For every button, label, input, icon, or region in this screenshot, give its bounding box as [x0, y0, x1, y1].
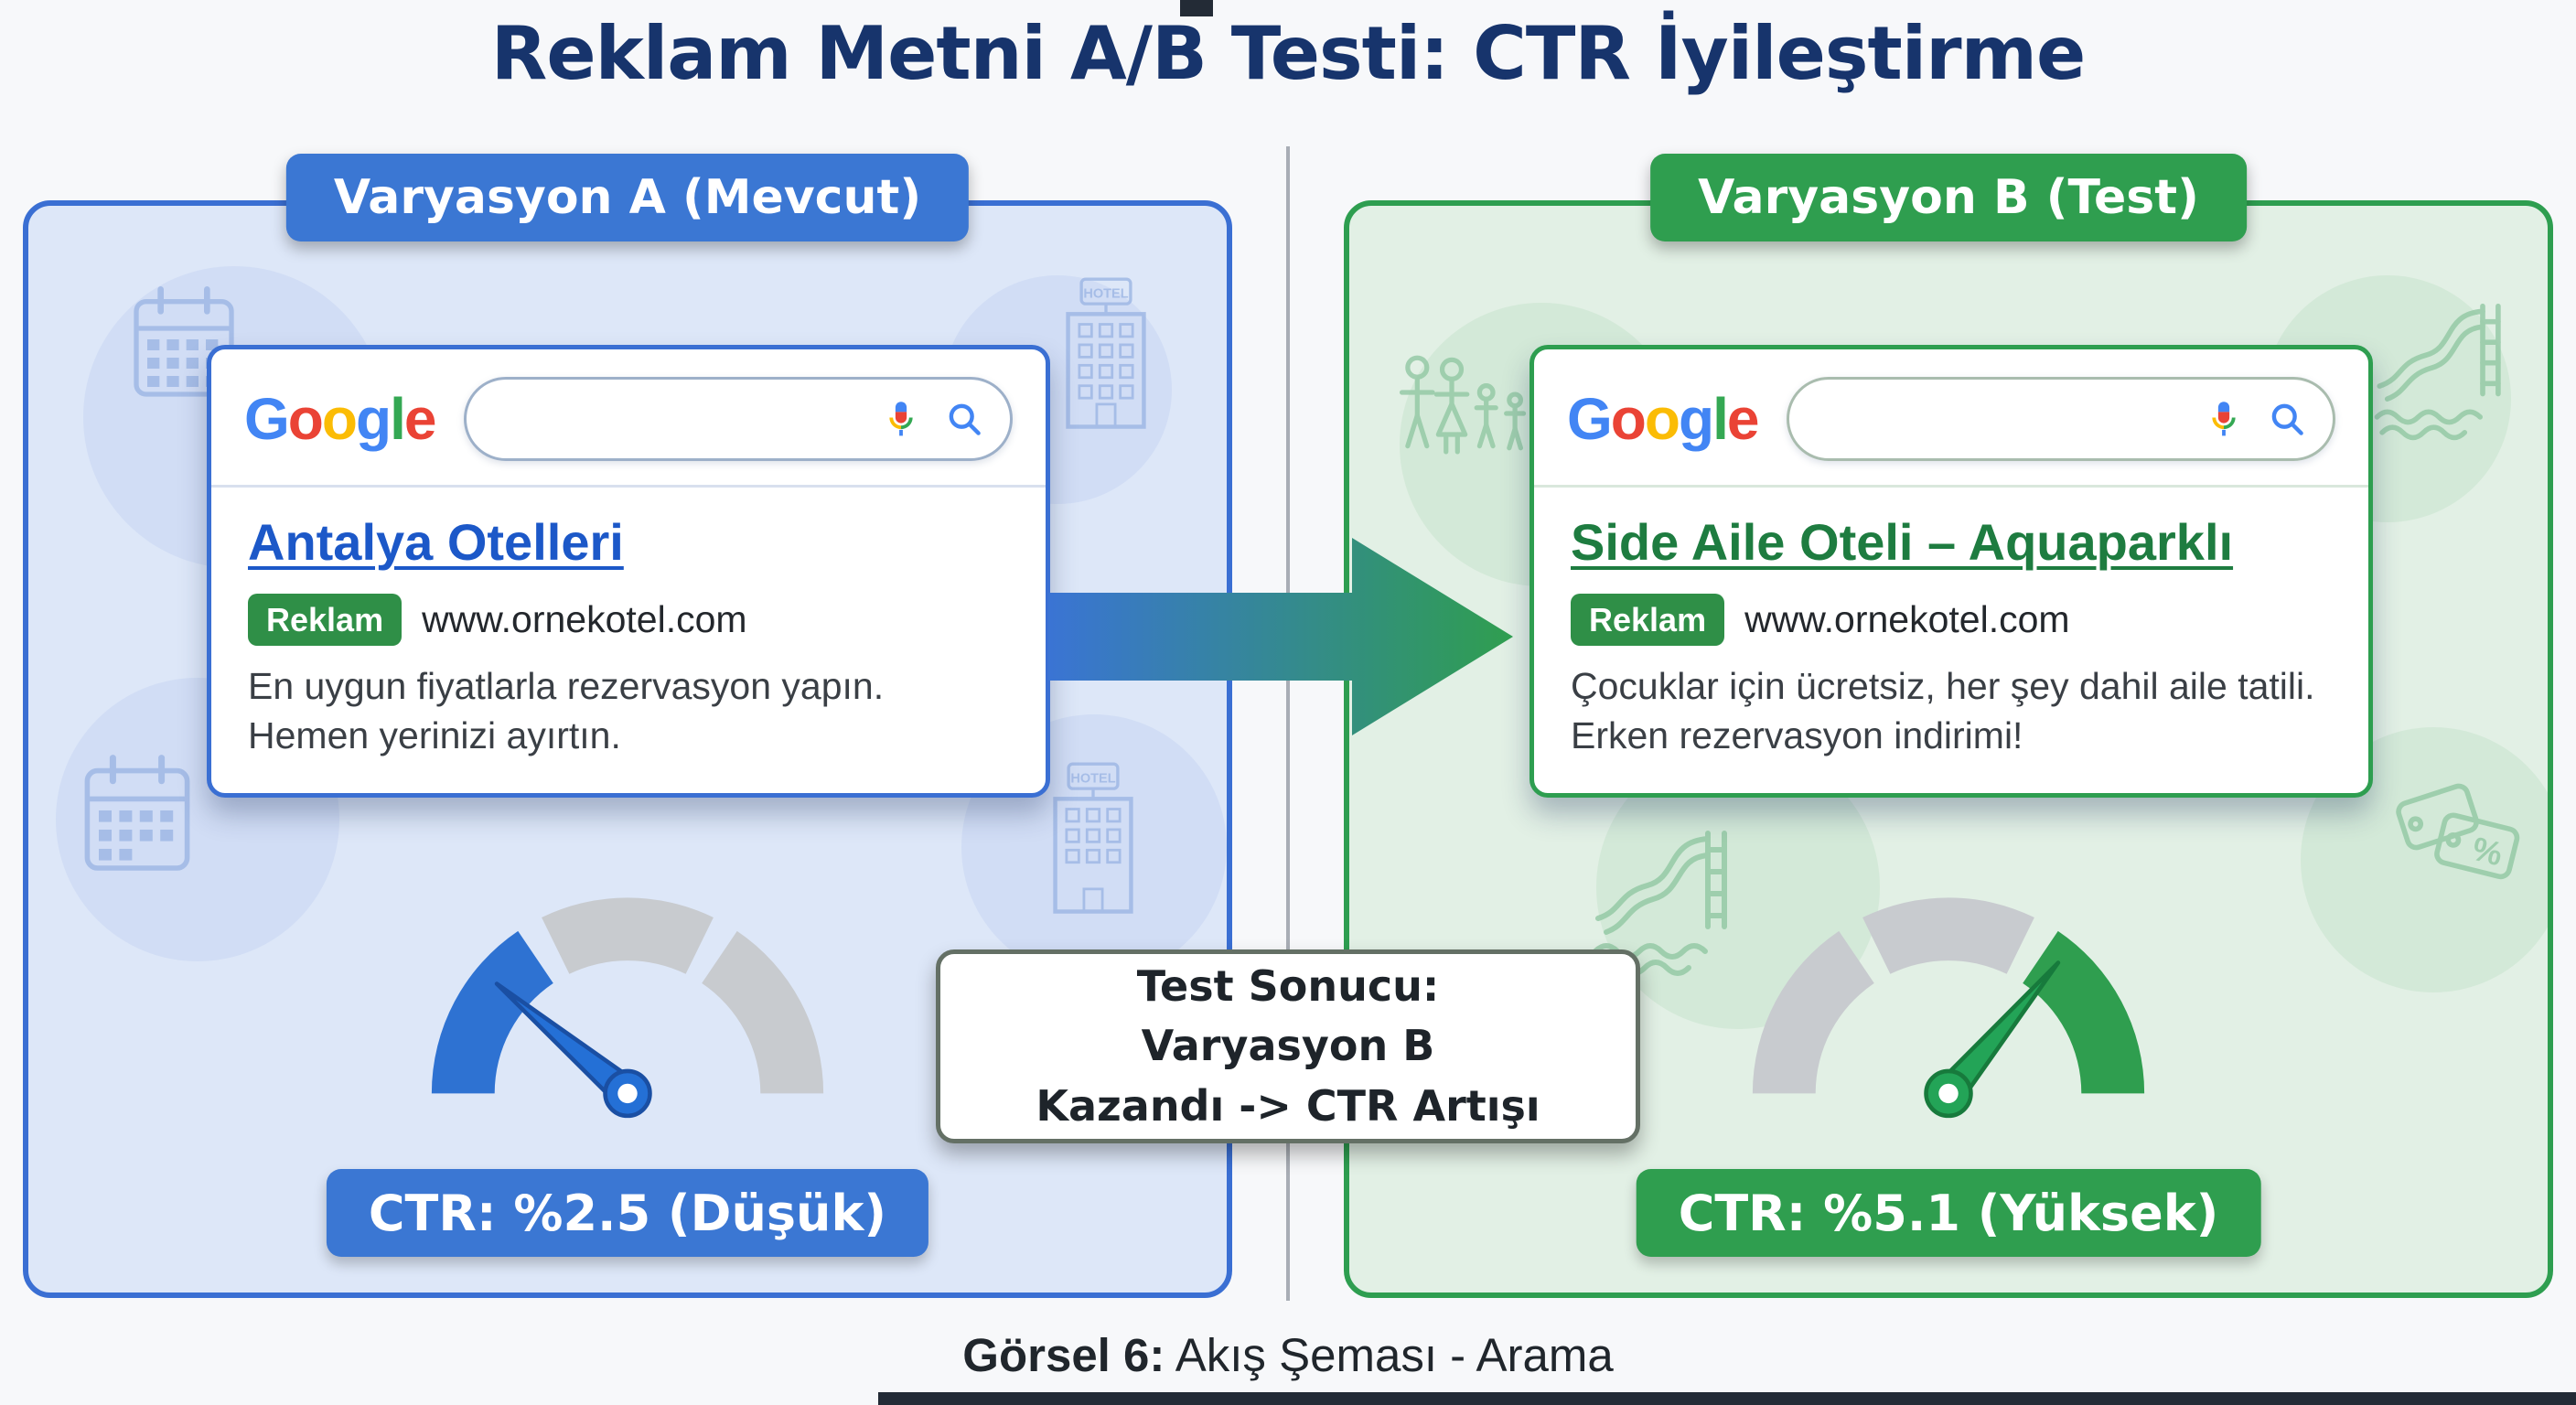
search-result-card-b: Google [1530, 345, 2373, 798]
page-title: Reklam Metni A/B Testi: CTR İyileştirme [490, 11, 2086, 96]
test-result-box: Test Sonucu: Varyasyon B Kazandı -> CTR … [936, 949, 1640, 1143]
ctr-badge-a: CTR: %2.5 (Düşük) [326, 1169, 929, 1257]
ad-description: Çocuklar için ücretsiz, her şey dahil ai… [1571, 665, 2315, 756]
ctr-gauge-high [1752, 897, 2145, 1119]
ctr-gauge-low [431, 897, 824, 1119]
ad-content: Side Aile Oteli – Aquaparklı Reklam www.… [1534, 488, 2368, 793]
ad-url: www.ornekotel.com [1744, 598, 2070, 641]
hotel-sign-label: HOTEL [1070, 771, 1115, 786]
percent-label: % [2469, 830, 2506, 874]
gauge-arc [1862, 897, 2034, 974]
gauge-arc [542, 897, 714, 974]
microphone-icon[interactable] [2203, 398, 2245, 440]
waterslide-icon [2374, 303, 2501, 441]
calendar-icon [134, 286, 234, 397]
search-input[interactable] [1787, 377, 2335, 461]
logo-letter: G [244, 386, 290, 452]
flow-arrow [1048, 538, 1513, 735]
ctr-badge-b: CTR: %5.1 (Yüksek) [1636, 1169, 2261, 1257]
search-result-card-a: Google [207, 345, 1050, 798]
screen-artifact-top [1180, 0, 1213, 16]
gauge-arc-active [2023, 930, 2145, 1094]
search-icon[interactable] [944, 399, 984, 439]
hotel-icon: HOTEL [1066, 277, 1146, 429]
google-logo: Google [244, 390, 436, 448]
logo-letter: l [1712, 386, 1729, 452]
logo-letter: G [1567, 386, 1613, 452]
variation-a-header: Varyasyon A (Mevcut) [285, 154, 970, 241]
screen-artifact-bottom [878, 1392, 2576, 1405]
ad-badge: Reklam [1571, 594, 1725, 647]
search-input[interactable] [464, 377, 1013, 461]
google-logo: Google [1567, 390, 1759, 448]
search-bar-row: Google [211, 349, 1046, 488]
microphone-icon[interactable] [880, 398, 922, 440]
gauge-arc-active [431, 930, 553, 1094]
logo-letter: e [1726, 386, 1760, 452]
ad-title-link[interactable]: Antalya Otelleri [248, 513, 624, 571]
figure-caption-text: Akış Şeması - Arama [1175, 1329, 1614, 1381]
search-icon[interactable] [2267, 399, 2307, 439]
logo-letter: o [287, 386, 324, 452]
ad-description: En uygun fiyatlarla rezervasyon yapın. H… [248, 665, 885, 756]
logo-letter: g [1678, 386, 1714, 452]
logo-letter: g [355, 386, 392, 452]
gauge-arc [702, 930, 824, 1094]
ad-url: www.ornekotel.com [422, 598, 747, 641]
search-bar-row: Google [1534, 349, 2368, 488]
ad-content: Antalya Otelleri Reklam www.ornekotel.co… [211, 488, 1046, 793]
logo-letter: o [1610, 386, 1647, 452]
result-line: Test Sonucu: [1136, 961, 1440, 1012]
variation-b-header: Varyasyon B (Test) [1650, 154, 2247, 241]
hotel-icon: HOTEL [1053, 762, 1133, 914]
figure-caption: Görsel 6: Akış Şeması - Arama [0, 1328, 2576, 1382]
hotel-sign-label: HOTEL [1083, 286, 1128, 301]
family-icon [1399, 355, 1527, 455]
ad-title-link[interactable]: Side Aile Oteli – Aquaparklı [1571, 513, 2234, 571]
result-line: Kazandı -> CTR Artışı [1036, 1080, 1540, 1131]
logo-letter: l [390, 386, 406, 452]
result-line: Varyasyon B [1141, 1021, 1435, 1071]
logo-letter: o [321, 386, 358, 452]
logo-letter: e [403, 386, 437, 452]
calendar-icon [84, 755, 190, 871]
discount-tags-icon: % [2396, 783, 2520, 880]
center-divider [1286, 146, 1290, 1301]
ad-badge: Reklam [248, 594, 402, 647]
gauge-arc [1752, 930, 1874, 1094]
waterslide-icon [1593, 831, 1727, 976]
logo-letter: o [1644, 386, 1680, 452]
figure-caption-label: Görsel 6: [962, 1329, 1165, 1381]
